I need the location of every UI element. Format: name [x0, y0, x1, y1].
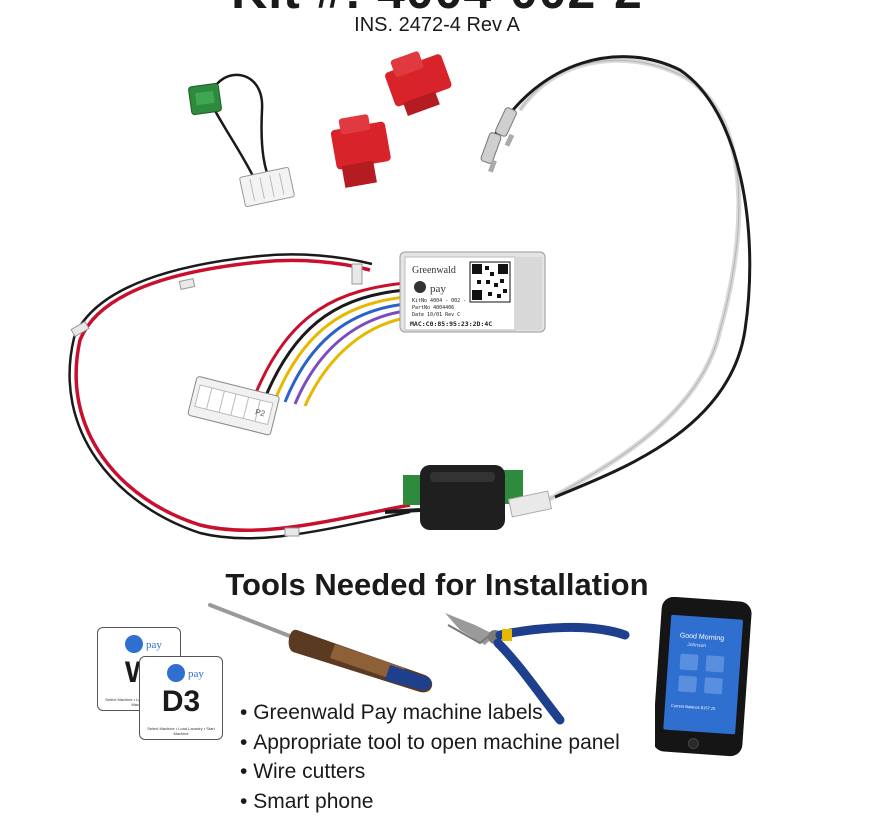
cable-tie: [70, 320, 90, 338]
module-brand: Greenwald: [412, 265, 456, 276]
phone-balance: Current Balance $157.25: [671, 703, 716, 711]
machine-label-footer: Select Machine • Load Laundry • Start Ma…: [147, 726, 215, 736]
connector-mark: P2: [254, 407, 266, 418]
machine-label-d3: pay D3 Select Machine • Load Laundry • S…: [139, 656, 223, 740]
greenwald-module: Greenwald pay KitNo 4004 - 002 - 2 PartN…: [399, 251, 546, 333]
six-pin-connector: P2: [187, 376, 280, 436]
tools-heading: Tools Needed for Installation: [225, 567, 649, 602]
module-kit-no: KitNo 4004 - 002 - 2: [412, 298, 472, 304]
screwdriver-icon: [208, 603, 433, 693]
black-wire-loop: [68, 253, 411, 540]
pin-terminals: [480, 107, 517, 173]
kit-title: Kit #: 4004-002-2: [0, 0, 874, 20]
red-tap-connector: [330, 114, 391, 188]
black-wire: [493, 55, 752, 499]
white-wire: [517, 57, 742, 503]
module-date: Date 10/01 Rev C: [412, 312, 460, 318]
harness-illustration: P2 Greenwald pay KitNo 4004 - 002 - 2 Pa…: [68, 51, 752, 540]
machine-label-code: D3: [161, 685, 201, 718]
red-tap-connector: [385, 51, 452, 117]
green-tag-jumper: [188, 73, 295, 207]
qr-code: [469, 261, 511, 303]
cable-tie: [284, 527, 300, 537]
phone-icon: Good Morning Johnson Current Balance $15…: [655, 597, 752, 757]
tools-list: Greenwald Pay machine labels Appropriate…: [240, 698, 620, 816]
document-reference: INS. 2472-4 Rev A: [354, 14, 520, 36]
red-wire-loop: [74, 258, 411, 533]
svg-text:pay: pay: [146, 639, 162, 651]
greenwald-pay-logo: pay: [167, 664, 204, 682]
cable-tie: [178, 278, 196, 290]
ferrite-module: [384, 465, 553, 530]
module-pay: pay: [430, 283, 446, 295]
greenwald-pay-logo: [414, 281, 426, 293]
tools-list-item: Smart phone: [240, 787, 620, 817]
phone-name: Johnson: [687, 642, 706, 649]
tools-list-item: Wire cutters: [240, 757, 620, 787]
phone-greeting: Good Morning: [680, 632, 725, 642]
tools-list-item: Greenwald Pay machine labels: [240, 698, 620, 728]
cable-tie: [351, 263, 363, 285]
white-wire-edge: [519, 59, 740, 501]
svg-text:pay: pay: [188, 668, 204, 680]
tools-list-item: Appropriate tool to open machine panel: [240, 728, 620, 758]
module-part-no: PartNo 4004406: [412, 305, 454, 311]
module-mac: MAC:C0:85:95:23:2D:4C: [410, 320, 492, 328]
greenwald-pay-logo: pay: [125, 635, 162, 653]
